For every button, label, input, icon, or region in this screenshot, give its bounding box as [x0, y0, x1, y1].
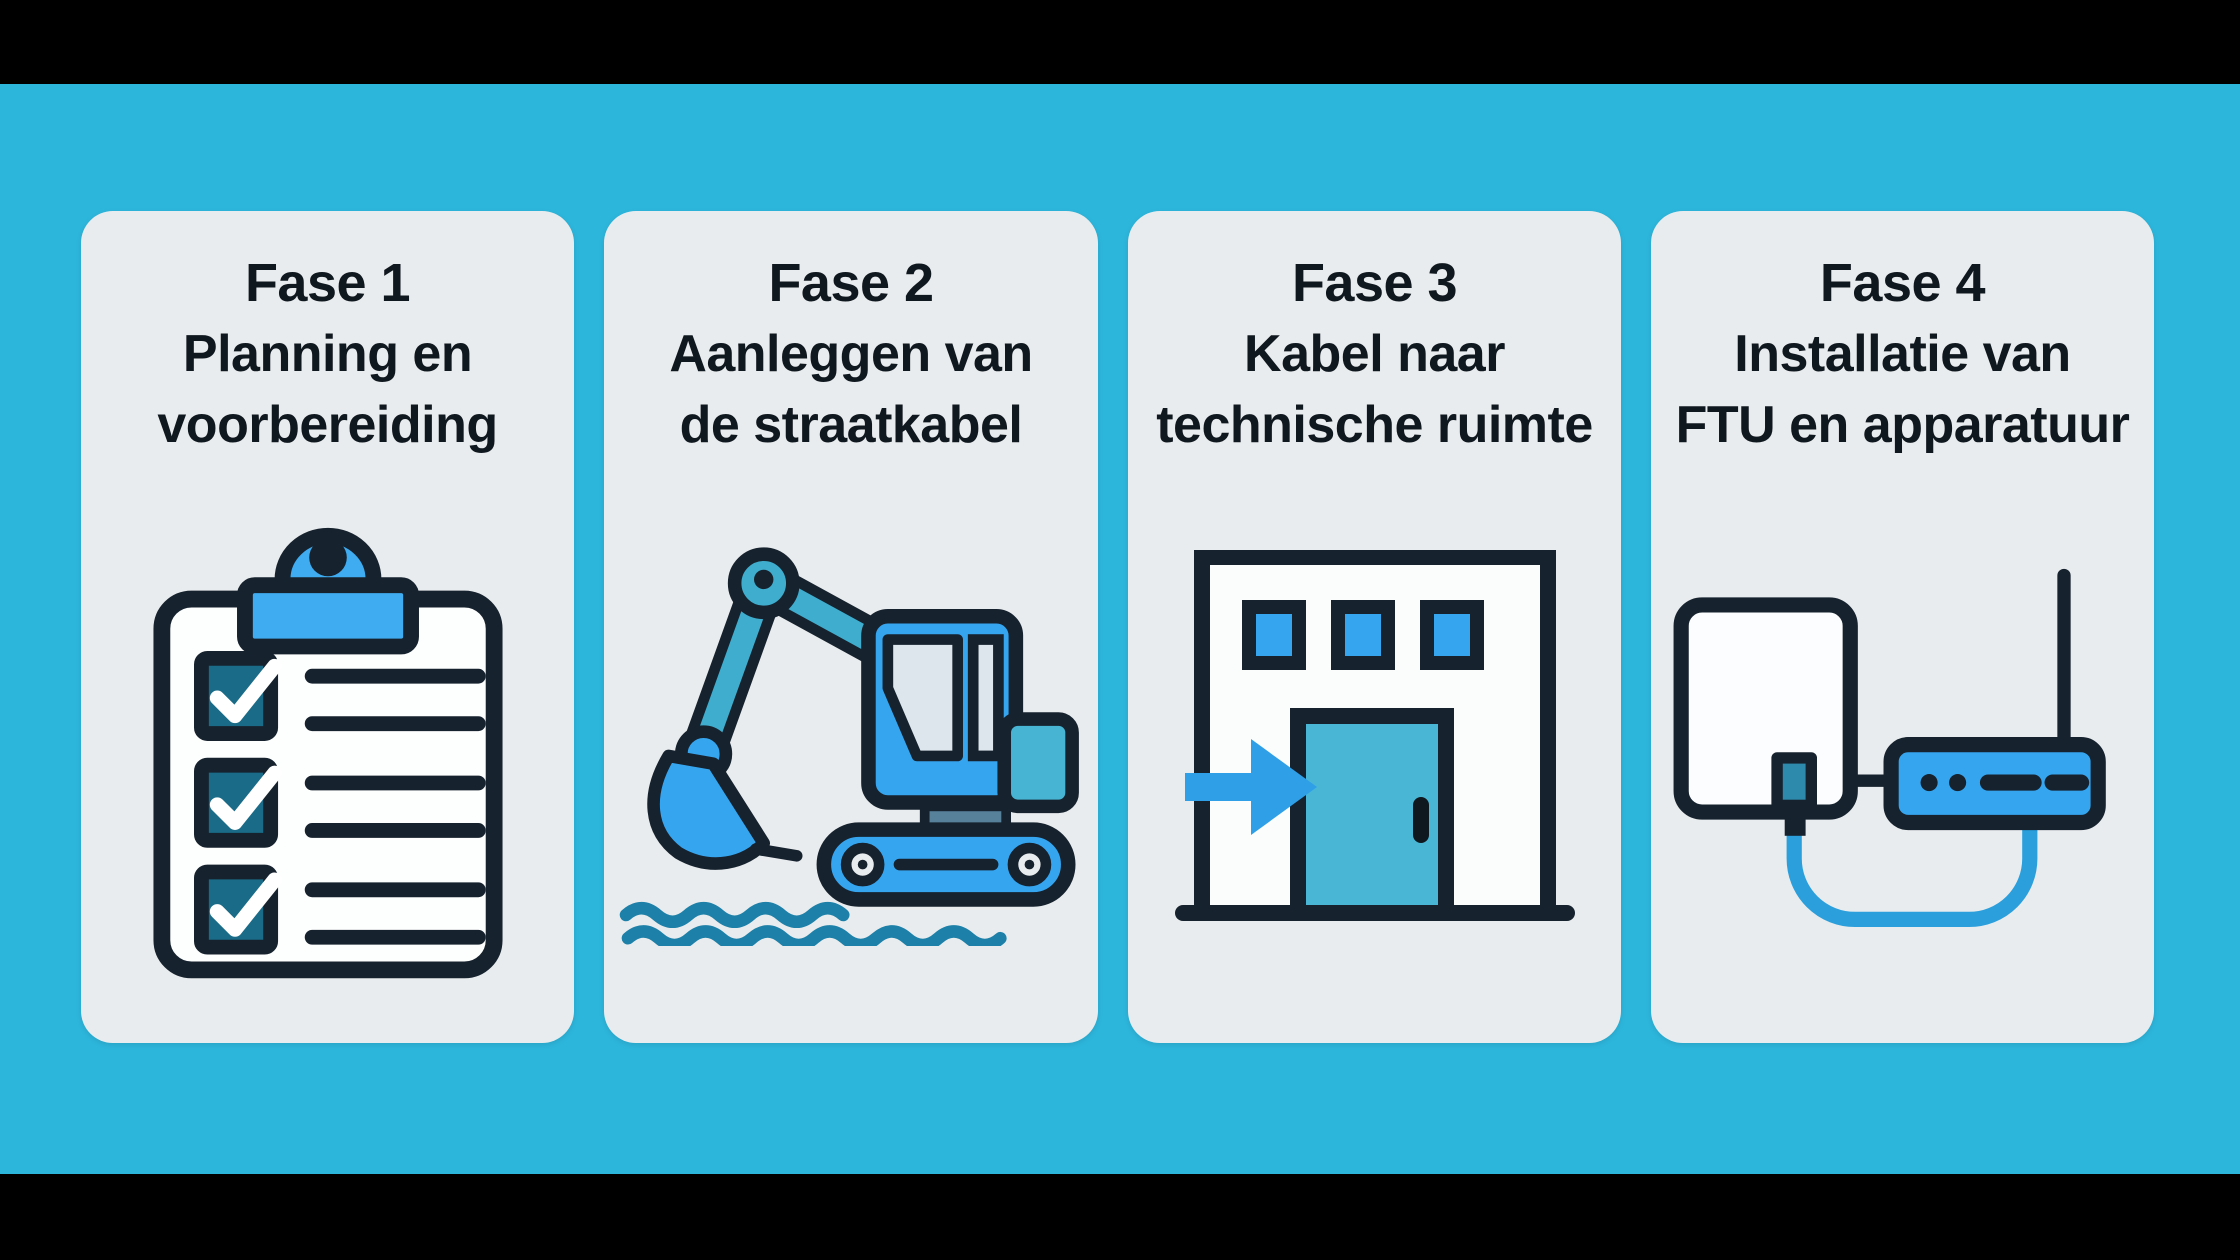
phase-4-subtitle-line1: Installatie van [1734, 325, 2071, 383]
phase-4-header: Fase 4 Installatie van FTU en apparatuur [1676, 247, 2130, 461]
phase-1-subtitle-line2: voorbereiding [157, 396, 498, 454]
phase-card-2: Fase 2 Aanleggen van de straatkabel [604, 211, 1098, 1043]
letterbox-bottom [0, 1174, 2240, 1260]
excavator-icon [619, 546, 1079, 946]
phase-1-header: Fase 1 Planning en voorbereiding [157, 247, 498, 461]
phase-cards: Fase 1 Planning en voorbereiding [81, 211, 2154, 1043]
ftu-router-icon [1673, 568, 2106, 927]
infographic-background: Fase 1 Planning en voorbereiding [0, 84, 2240, 1174]
phase-1-subtitle-line1: Planning en [182, 325, 473, 383]
phase-2-title: Fase 2 [768, 253, 934, 313]
phase-1-icon-area [95, 461, 560, 1013]
phase-2-subtitle-line1: Aanleggen van [669, 325, 1033, 383]
phase-3-icon-area [1142, 461, 1607, 1013]
clipboard-checklist-icon [152, 527, 503, 979]
phase-3-subtitle-line1: Kabel naar [1244, 325, 1505, 383]
phase-3-title: Fase 3 [1291, 253, 1458, 313]
phase-4-subtitle-line2: FTU en apparatuur [1675, 396, 2130, 454]
phase-4-icon-area [1665, 461, 2140, 1013]
phase-2-subtitle-line2: de straatkabel [679, 396, 1023, 454]
phase-card-4: Fase 4 Installatie van FTU en apparatuur [1651, 211, 2154, 1043]
phase-3-header: Fase 3 Kabel naar technische ruimte [1156, 247, 1593, 461]
phase-4-title: Fase 4 [1819, 253, 1986, 313]
phase-3-subtitle-line2: technische ruimte [1156, 396, 1593, 454]
phase-1-title: Fase 1 [244, 253, 411, 313]
letterbox-top [0, 0, 2240, 84]
phase-2-icon-area [618, 461, 1084, 1013]
phase-card-1: Fase 1 Planning en voorbereiding [81, 211, 574, 1043]
phase-card-3: Fase 3 Kabel naar technische ruimte [1128, 211, 1621, 1043]
phase-2-header: Fase 2 Aanleggen van de straatkabel [669, 247, 1033, 461]
building-entry-arrow-icon [1174, 549, 1575, 921]
